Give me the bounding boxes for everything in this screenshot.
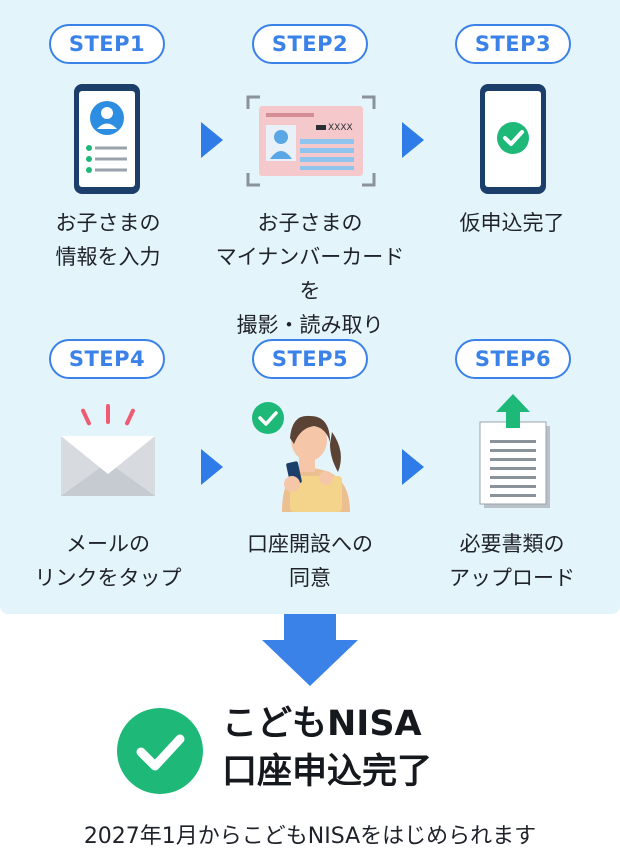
step6-line1: 必要書類の [459, 532, 565, 556]
mail-envelope-icon [61, 404, 155, 496]
step2-text: お子さまの マイナンバーカードを 撮影・読み取り [210, 206, 410, 342]
result-title: こどもNISA 口座申込完了 [222, 700, 432, 796]
big-down-arrow-icon [262, 614, 358, 686]
start-note: 2027年1月からこどもNISAをはじめられます [83, 824, 537, 849]
step1-line2: 情報を入力 [55, 245, 161, 269]
smartphone-profile-icon [74, 84, 140, 194]
step4-text: メールの リンクをタップ [8, 527, 208, 595]
step1-text: お子さまの 情報を入力 [8, 206, 208, 274]
step-arrow-1 [201, 122, 223, 158]
step4-badge: STEP4 [49, 339, 165, 379]
check-circle-icon [117, 708, 203, 794]
step2-line2: マイナンバーカードを [215, 245, 405, 303]
step3-line1: 仮申込完了 [459, 211, 565, 235]
step-arrow-2 [402, 122, 424, 158]
result-block: こどもNISA 口座申込完了 [0, 700, 620, 800]
step6-text: 必要書類の アップロード [412, 527, 612, 595]
step5-badge: STEP5 [252, 339, 368, 379]
smartphone-check-icon [480, 84, 546, 194]
step1-badge: STEP1 [49, 24, 165, 64]
step2-badge: STEP2 [252, 24, 368, 64]
result-title-line1: こどもNISA [222, 704, 422, 744]
step5-text: 口座開設への 同意 [210, 527, 410, 595]
step2-line3: 撮影・読み取り [236, 313, 384, 337]
step5-line1: 口座開設への [247, 532, 373, 556]
step4-line1: メールの [66, 532, 150, 556]
card-number-text: XXXX [328, 123, 353, 133]
step5-line2: 同意 [289, 566, 331, 590]
step3-badge: STEP3 [455, 24, 571, 64]
mynumber-card-scan-icon: XXXX [246, 95, 376, 187]
step6-badge: STEP6 [455, 339, 571, 379]
step-arrow-3 [201, 449, 223, 485]
step-arrow-4 [402, 449, 424, 485]
document-upload-icon [479, 394, 550, 508]
step4-line2: リンクをタップ [34, 566, 182, 590]
result-title-line2: 口座申込完了 [222, 752, 433, 792]
step3-text: 仮申込完了 [412, 206, 612, 240]
step6-line2: アップロード [449, 566, 575, 590]
step1-line1: お子さまの [55, 211, 161, 235]
step2-line1: お子さまの [257, 211, 363, 235]
woman-with-phone-illustration [252, 402, 350, 512]
